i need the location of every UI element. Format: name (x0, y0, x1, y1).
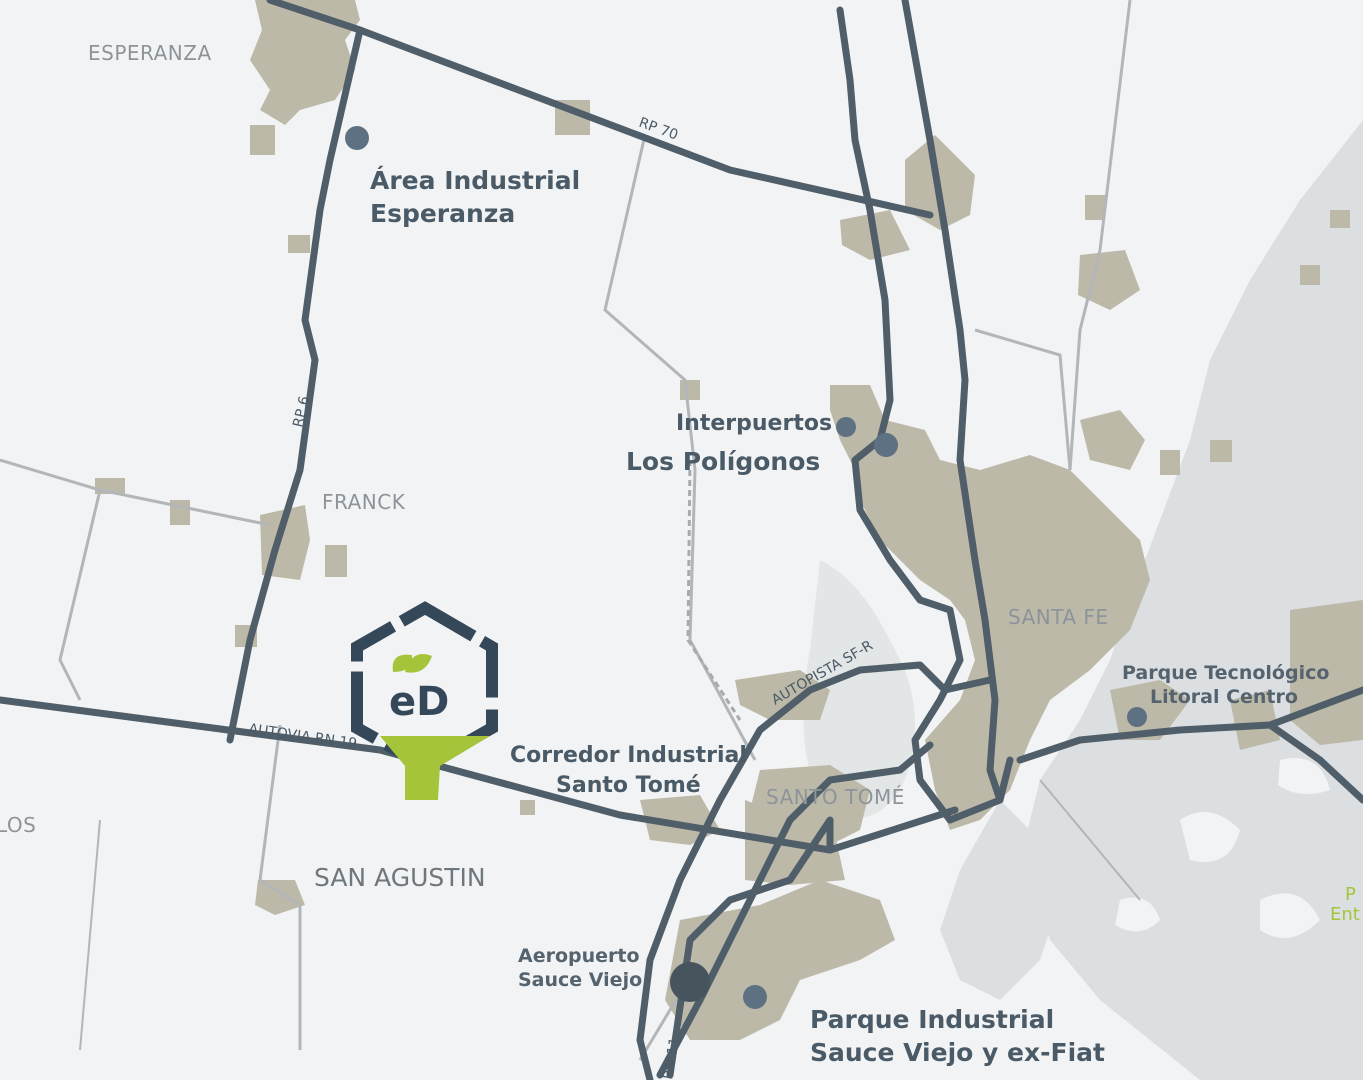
marker-parque-sauce[interactable] (743, 985, 767, 1009)
label-los-poligonos: Los Polígonos (626, 447, 820, 476)
label-parque-sauce-1: Parque Industrial (810, 1005, 1054, 1034)
logo-green-y (380, 736, 490, 800)
leaf-icon (392, 654, 432, 673)
road-label-autovia: AUTOVIA RN 19 (247, 721, 358, 752)
road-label-rp6: RP 6 (290, 394, 313, 428)
town-cut-edge2: Ent (1330, 904, 1360, 925)
label-aeropuerto-2: Sauce Viejo (518, 969, 642, 991)
river-delta (803, 120, 1363, 1080)
logo-text: eD (389, 679, 449, 725)
markers (345, 126, 1147, 1009)
water-islands (1115, 758, 1330, 938)
town-franck: FRANCK (322, 490, 406, 514)
label-corredor-2: Santo Tomé (556, 773, 701, 798)
town-san-agustin: SAN AGUSTIN (314, 863, 486, 892)
town-esperanza: ESPERANZA (88, 41, 212, 65)
label-aeropuerto-1: Aeropuerto (518, 945, 640, 967)
marker-parque-tecnologico[interactable] (1127, 707, 1147, 727)
railway (686, 459, 742, 721)
ed-logo: eD (351, 601, 498, 800)
label-area-esperanza-1: Área Industrial (370, 166, 580, 195)
label-parque-tecnologico-1: Parque Tecnológico (1122, 662, 1329, 684)
label-area-esperanza-2: Esperanza (370, 199, 515, 228)
marker-aeropuerto[interactable] (670, 962, 710, 1002)
marker-los-poligonos[interactable] (874, 433, 898, 457)
marker-area-esperanza[interactable] (345, 126, 369, 150)
town-los: LOS (0, 813, 36, 837)
label-parque-sauce-2: Sauce Viejo y ex-Fiat (810, 1038, 1105, 1067)
town-cut-edge: P (1345, 884, 1356, 905)
marker-interpuertos[interactable] (836, 417, 856, 437)
label-corredor-1: Corredor Industrial (510, 743, 747, 768)
town-santo-tome: SANTO TOMÉ (766, 785, 905, 809)
place-labels: Área Industrial Esperanza Interpuertos L… (370, 166, 1329, 1067)
label-interpuertos: Interpuertos (676, 411, 832, 436)
label-parque-tecnologico-2: Litoral Centro (1150, 686, 1298, 708)
town-santa-fe: SANTA FE (1008, 605, 1109, 629)
town-labels: ESPERANZA FRANCK SANTA FE SANTO TOMÉ LOS… (0, 41, 1360, 925)
road-label-rn11: RN 11 (660, 1036, 683, 1080)
